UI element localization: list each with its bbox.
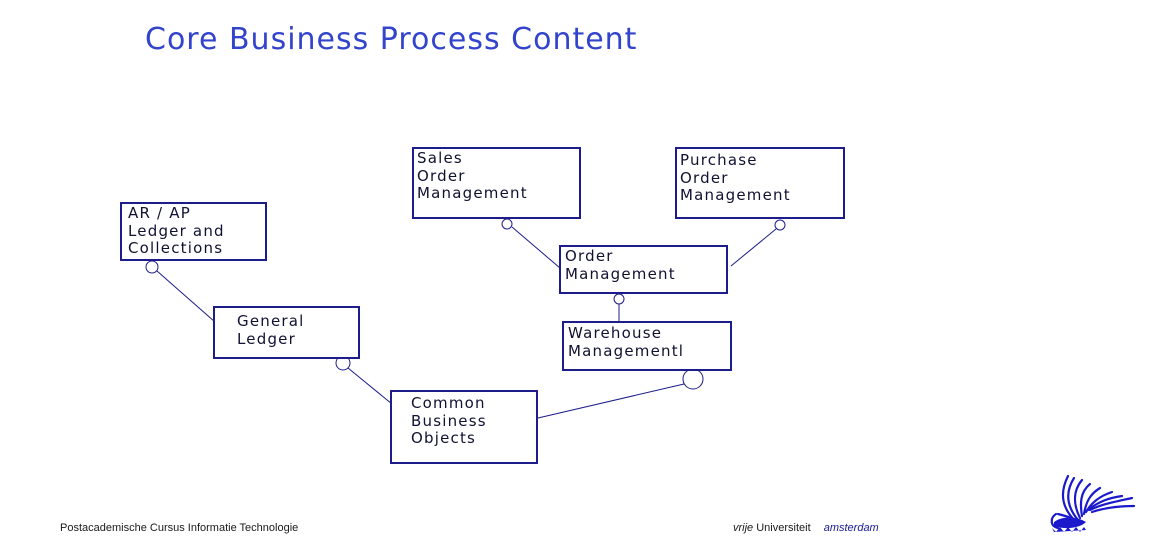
connector-end-sales (501, 218, 513, 230)
box-line: Order (565, 247, 614, 265)
university-footer: vrije Universiteit amsterdam (733, 522, 879, 534)
box-line: Common (411, 394, 486, 412)
connector-purchase-order (730, 228, 777, 267)
box-line: Collections (128, 239, 224, 257)
box-line: Management (565, 264, 676, 283)
box-line: Order (680, 168, 729, 187)
common-business-objects-box: Common Business Objects (390, 390, 538, 464)
connector-end-purchase (774, 219, 786, 231)
page-title: Core Business Process Content (145, 22, 638, 57)
connector-end-warehouse (682, 368, 704, 390)
box-line: Order (417, 166, 466, 185)
warehouse-management-box: Warehouse Managementl (562, 321, 732, 371)
footer-vrije: vrije (733, 522, 754, 534)
box-line: AR / AP (128, 204, 191, 222)
connector-end-order (613, 293, 625, 305)
box-line: Ledger and (128, 221, 225, 240)
connector-end-arap (145, 260, 159, 274)
order-management-box: Order Management (559, 245, 728, 294)
box-line: Ledger (237, 329, 296, 348)
sales-order-management-box: Sales Order Management (412, 147, 581, 219)
ar-ap-ledger-box: AR / AP Ledger and Collections (120, 202, 267, 261)
box-line: Management (680, 186, 791, 204)
box-line: Management (417, 184, 528, 202)
connector-arap-gl (156, 270, 216, 323)
connector-gl-cbo (347, 367, 393, 405)
box-line: Warehouse (568, 324, 663, 342)
box-line: Managementl (568, 341, 685, 360)
box-line: General (237, 312, 305, 330)
course-footer: Postacademische Cursus Informatie Techno… (60, 522, 299, 534)
connector-sales-order (511, 226, 561, 269)
griffin-logo-icon (1050, 474, 1136, 532)
box-line: Objects (411, 429, 477, 447)
box-line: Purchase (680, 151, 758, 169)
box-line: Business (411, 411, 487, 430)
footer-amsterdam: amsterdam (823, 522, 879, 534)
connector-warehouse-cbo (537, 383, 685, 419)
general-ledger-box: General Ledger (213, 306, 360, 359)
box-line: Sales (417, 149, 463, 167)
purchase-order-management-box: Purchase Order Management (675, 147, 845, 219)
footer-universiteit: Universiteit (756, 522, 811, 534)
